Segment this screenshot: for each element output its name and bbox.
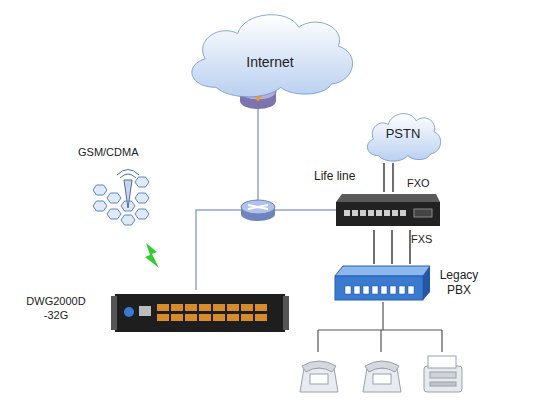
network-device: GSM/CDMA xyxy=(88,168,163,228)
node-label: Life line xyxy=(314,169,384,184)
wire-connector xyxy=(383,163,384,192)
device-symbol xyxy=(180,5,360,100)
wire-connector xyxy=(409,230,410,264)
network-device: DWG2000D -32G xyxy=(115,290,285,335)
network-device: Life line xyxy=(336,192,440,230)
port-label: FXS xyxy=(411,233,432,245)
node-label: Internet xyxy=(180,54,360,72)
wire-connector xyxy=(391,230,392,264)
network-device: Legacy PBX xyxy=(335,264,430,302)
network-cloud: PSTN xyxy=(362,108,444,163)
device-symbol xyxy=(115,290,285,335)
wire-connector xyxy=(392,163,393,192)
node-label: GSM/CDMA xyxy=(78,146,168,160)
network-cloud: Internet xyxy=(180,5,360,100)
wire-connector xyxy=(373,230,374,264)
node-label: DWG2000D -32G xyxy=(20,295,92,323)
device-symbol xyxy=(336,192,440,230)
port-label: FXO xyxy=(407,177,430,189)
device-symbol xyxy=(335,264,430,302)
node-label: Legacy PBX xyxy=(433,268,485,298)
node-label: PSTN xyxy=(362,126,444,142)
device-symbol xyxy=(88,168,163,228)
